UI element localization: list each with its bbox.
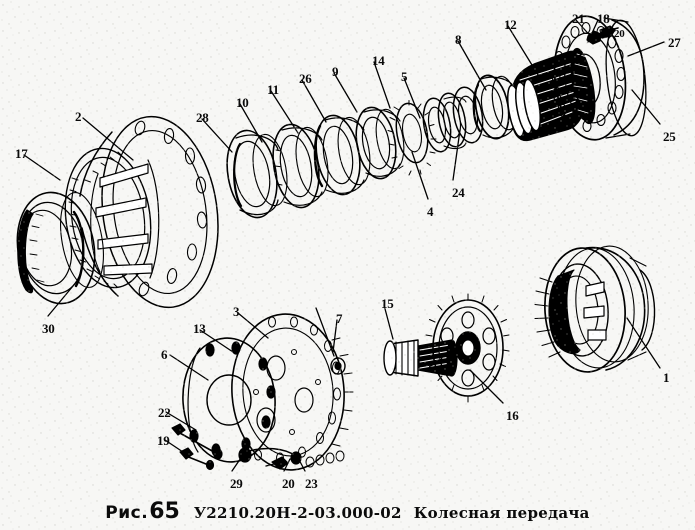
callout-5: 5 xyxy=(401,69,408,84)
callout-17: 17 xyxy=(15,146,28,161)
drawing-code: У2210.20Н-2-03.000-02 xyxy=(193,504,402,522)
callout-13: 13 xyxy=(193,321,206,336)
callout-30: 30 xyxy=(42,321,55,336)
callout-22: 22 xyxy=(158,405,171,420)
callout-23: 23 xyxy=(305,476,318,491)
callout-12: 12 xyxy=(504,17,517,32)
leader-line-6 xyxy=(169,354,209,381)
callout-20: 20 xyxy=(282,476,295,491)
callout-28: 28 xyxy=(196,110,209,125)
part-splined-sun-shaft xyxy=(507,47,596,142)
callout-4: 4 xyxy=(427,204,434,219)
part-driven-gear xyxy=(425,293,510,403)
part-bearing-race-set xyxy=(422,86,484,153)
part-seal-cup xyxy=(226,129,288,219)
leader-line-2 xyxy=(82,117,134,161)
callout-7: 7 xyxy=(336,311,343,326)
leader-line-8 xyxy=(457,40,487,91)
part-sun-gear-shaft xyxy=(383,339,458,377)
leader-line-27 xyxy=(627,41,665,57)
callout-1: 1 xyxy=(663,370,670,385)
part-oil-seal-ring xyxy=(272,123,329,209)
callout-18: 18 xyxy=(597,11,610,26)
callout-25: 25 xyxy=(663,129,676,144)
part-fasteners xyxy=(171,423,345,471)
callout-14: 14 xyxy=(372,53,385,68)
callout-3: 3 xyxy=(233,304,240,319)
leader-line-4 xyxy=(411,151,429,200)
callout-10: 10 xyxy=(236,95,249,110)
callout-19: 19 xyxy=(157,433,170,448)
callout-2: 2 xyxy=(75,109,82,124)
figure-number: 65 xyxy=(149,499,180,524)
part-hub-bearing-seal xyxy=(16,191,104,305)
callout-20b: 20 xyxy=(614,28,625,40)
callout-27: 27 xyxy=(668,35,681,50)
part-cover-plate xyxy=(182,337,276,463)
callout-16: 16 xyxy=(506,408,519,423)
leader-line-17 xyxy=(23,154,61,181)
leader-line-26 xyxy=(301,79,327,123)
part-ring-gear-drum xyxy=(534,245,656,373)
callout-21: 21 xyxy=(572,11,585,26)
callout-26: 26 xyxy=(299,71,312,86)
callout-24: 24 xyxy=(452,185,465,200)
leader-line-14 xyxy=(373,61,391,109)
part-bearing-ring xyxy=(313,114,371,196)
callout-29: 29 xyxy=(230,476,243,491)
part-toothed-coupling xyxy=(387,100,437,176)
leader-line-3 xyxy=(237,312,269,339)
callout-8: 8 xyxy=(455,32,462,47)
callout-15: 15 xyxy=(381,296,394,311)
leader-line-5 xyxy=(403,77,421,119)
leader-line-16 xyxy=(469,369,504,404)
callout-9: 9 xyxy=(332,64,339,79)
callout-6: 6 xyxy=(161,347,168,362)
figure-label: Рис. xyxy=(105,503,149,523)
callout-11: 11 xyxy=(267,82,279,97)
figure-caption: Рис.65 У2210.20Н-2-03.000-02 Колесная пере… xyxy=(0,499,695,524)
figure-title: Колесная передача xyxy=(413,504,590,522)
